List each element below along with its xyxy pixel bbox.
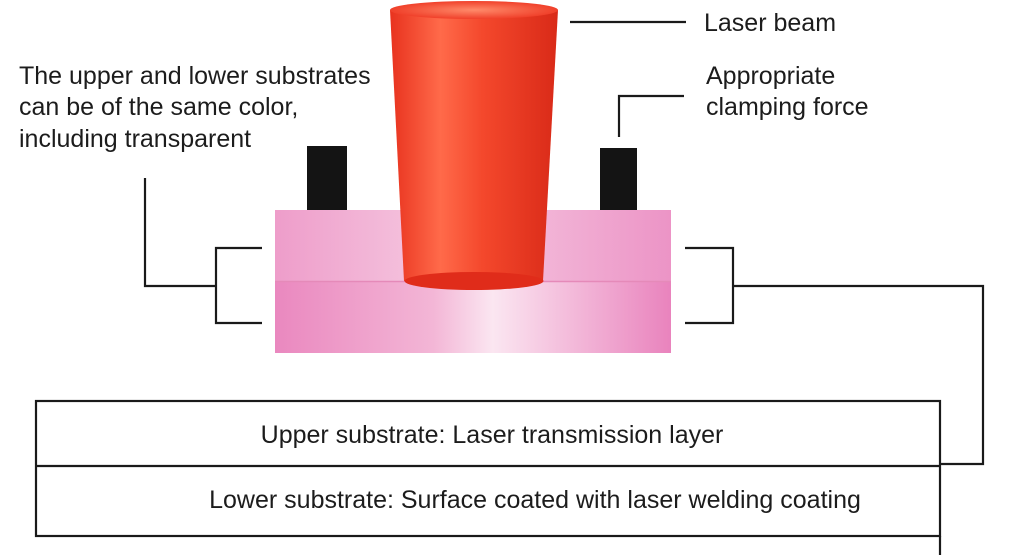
- right-bracket: [685, 246, 985, 466]
- lower-substrate: [275, 281, 671, 353]
- left-clamp: [307, 146, 347, 210]
- substrates-note-line-1: The upper and lower substrates: [19, 62, 371, 90]
- table-row-upper: Upper substrate: Laser transmission laye…: [261, 421, 724, 449]
- clamping-force-label-line-1: Appropriate: [706, 62, 835, 90]
- substrates-note-line-2: can be of the same color,: [19, 93, 298, 121]
- right-clamp: [600, 148, 637, 210]
- substrates-note-line-3: including transparent: [19, 125, 251, 153]
- left-bracket: [143, 178, 262, 325]
- clamping-force-leader: [617, 94, 684, 137]
- clamping-force-label-line-2: clamping force: [706, 93, 869, 121]
- laser-beam-shape: [390, 1, 558, 290]
- table-row-lower: Lower substrate: Surface coated with las…: [209, 486, 861, 514]
- laser-beam-label: Laser beam: [704, 9, 836, 37]
- substrate-table: [34, 399, 942, 555]
